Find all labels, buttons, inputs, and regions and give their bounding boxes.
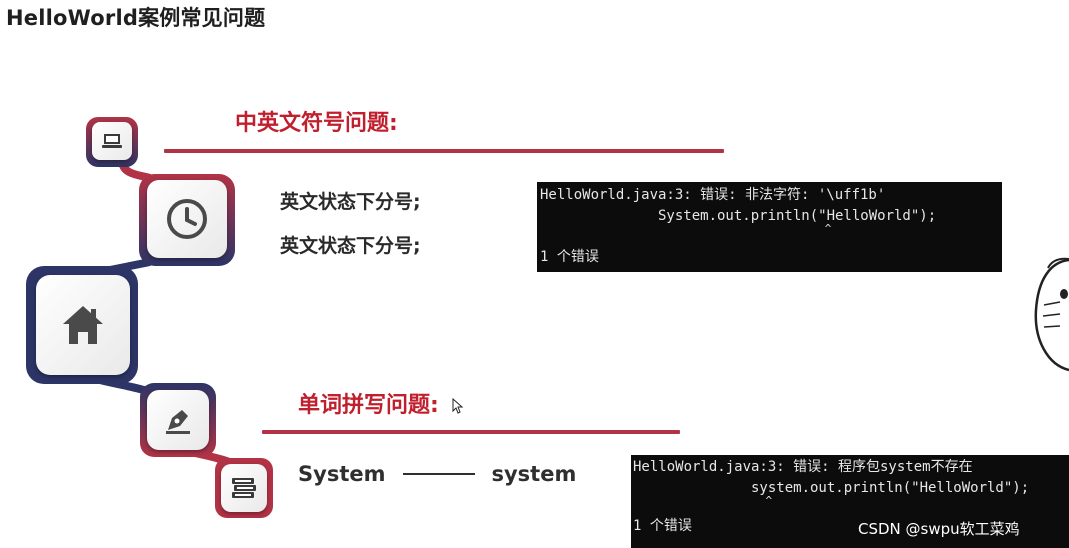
csdn-watermark: CSDN @swpu软工菜鸡 (858, 520, 1020, 538)
books-tile (221, 464, 267, 512)
wrong-word: System (298, 462, 386, 486)
cursor-icon (452, 398, 464, 414)
home-icon (63, 306, 103, 344)
clock-icon (167, 199, 207, 239)
comparison-dash (403, 473, 476, 475)
clock-tile (147, 180, 227, 258)
terminal2-line2: system.out.println("HelloWorld"); (633, 480, 1030, 496)
terminal2-line4: 1 个错误 (633, 518, 692, 534)
section1-heading: 中英文符号问题: (235, 111, 398, 136)
section2-rule (262, 430, 680, 434)
terminal1-line3: ^ (540, 222, 832, 235)
home-tile (36, 275, 130, 375)
terminal1-line4: 1 个错误 (540, 249, 599, 265)
laptop-icon (102, 134, 122, 148)
slide-title: HelloWorld案例常见问题 (6, 6, 266, 30)
section1-line1: 英文状态下分号; (280, 191, 421, 213)
correct-word: system (491, 462, 577, 486)
terminal2-line3: ^ (633, 494, 773, 507)
books-icon (232, 478, 256, 498)
word-comparison: System system (298, 462, 576, 486)
terminal1-line1: HelloWorld.java:3: 错误: 非法字符: '\uff1b' (540, 187, 886, 203)
laptop-tile (92, 122, 132, 160)
pen-tile (147, 390, 209, 450)
terminal-output-1: HelloWorld.java:3: 错误: 非法字符: '\uff1b' Sy… (537, 182, 1002, 272)
terminal1-line2: System.out.println("HelloWorld"); (540, 208, 937, 224)
section1-line2: 英文状态下分号; (280, 235, 421, 257)
section1-rule (164, 149, 724, 153)
pen-icon (166, 410, 190, 434)
terminal-output-2: HelloWorld.java:3: 错误: 程序包system不存在 syst… (631, 455, 1069, 548)
terminal2-line1: HelloWorld.java:3: 错误: 程序包system不存在 (633, 459, 973, 475)
mascot-illustration (1034, 257, 1069, 372)
section2-heading: 单词拼写问题: (298, 393, 439, 418)
